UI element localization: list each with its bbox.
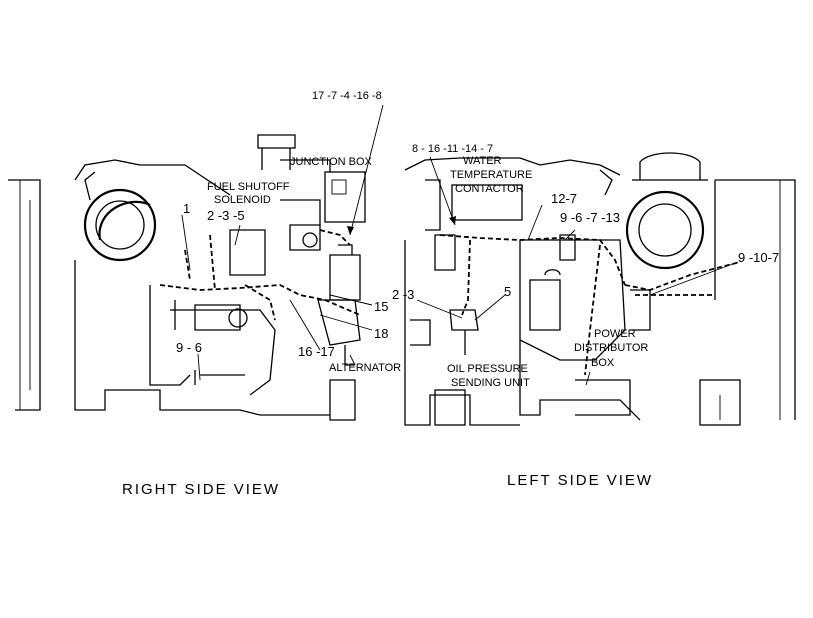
- label-alternator: ALTERNATOR: [329, 362, 401, 374]
- label-5: 5: [504, 284, 511, 299]
- label-2-3-5: 2 -3 -5: [207, 208, 245, 223]
- caption-right-side-view: RIGHT SIDE VIEW: [122, 481, 280, 498]
- label-top-callout: 17 -7 -4 -16 -8: [312, 90, 382, 102]
- label-15: 15: [374, 299, 388, 314]
- right-side-wiring-harness: [159, 229, 361, 321]
- label-junction-box: JUNCTION BOX: [290, 156, 373, 168]
- right-side-callout-leaders: [181, 104, 384, 381]
- label-sending-unit: SENDING UNIT: [451, 377, 530, 389]
- left-side-callout-leaders: [416, 156, 739, 386]
- label-distributor: DISTRIBUTOR: [574, 342, 648, 354]
- right-side-engine-drawing: [8, 134, 366, 421]
- label-solenoid: SOLENOID: [214, 194, 271, 206]
- label-left-top-callout: 8 - 16 -11 -14 - 7: [412, 143, 493, 155]
- label-16-17: 16 -17: [298, 344, 335, 359]
- label-2-3: 2 -3: [392, 287, 414, 302]
- label-12-7: 12-7: [551, 191, 577, 206]
- label-temperature: TEMPERATURE: [450, 169, 532, 181]
- label-1: 1: [183, 201, 190, 216]
- label-9-6: 9 - 6: [176, 340, 202, 355]
- caption-left-side-view: LEFT SIDE VIEW: [507, 472, 653, 489]
- label-power: POWER: [594, 328, 636, 340]
- left-side-wiring-harness: [439, 234, 741, 376]
- label-9-10-7: 9 -10-7: [738, 250, 779, 265]
- label-18: 18: [374, 326, 388, 341]
- label-contactor: CONTACTOR: [455, 183, 524, 195]
- label-oil-pressure: OIL PRESSURE: [447, 363, 528, 375]
- label-9-6-7-13: 9 -6 -7 -13: [560, 210, 620, 225]
- label-water: WATER: [463, 155, 502, 167]
- label-fuel-shutoff: FUEL SHUTOFF: [207, 181, 290, 193]
- label-box: BOX: [591, 357, 615, 369]
